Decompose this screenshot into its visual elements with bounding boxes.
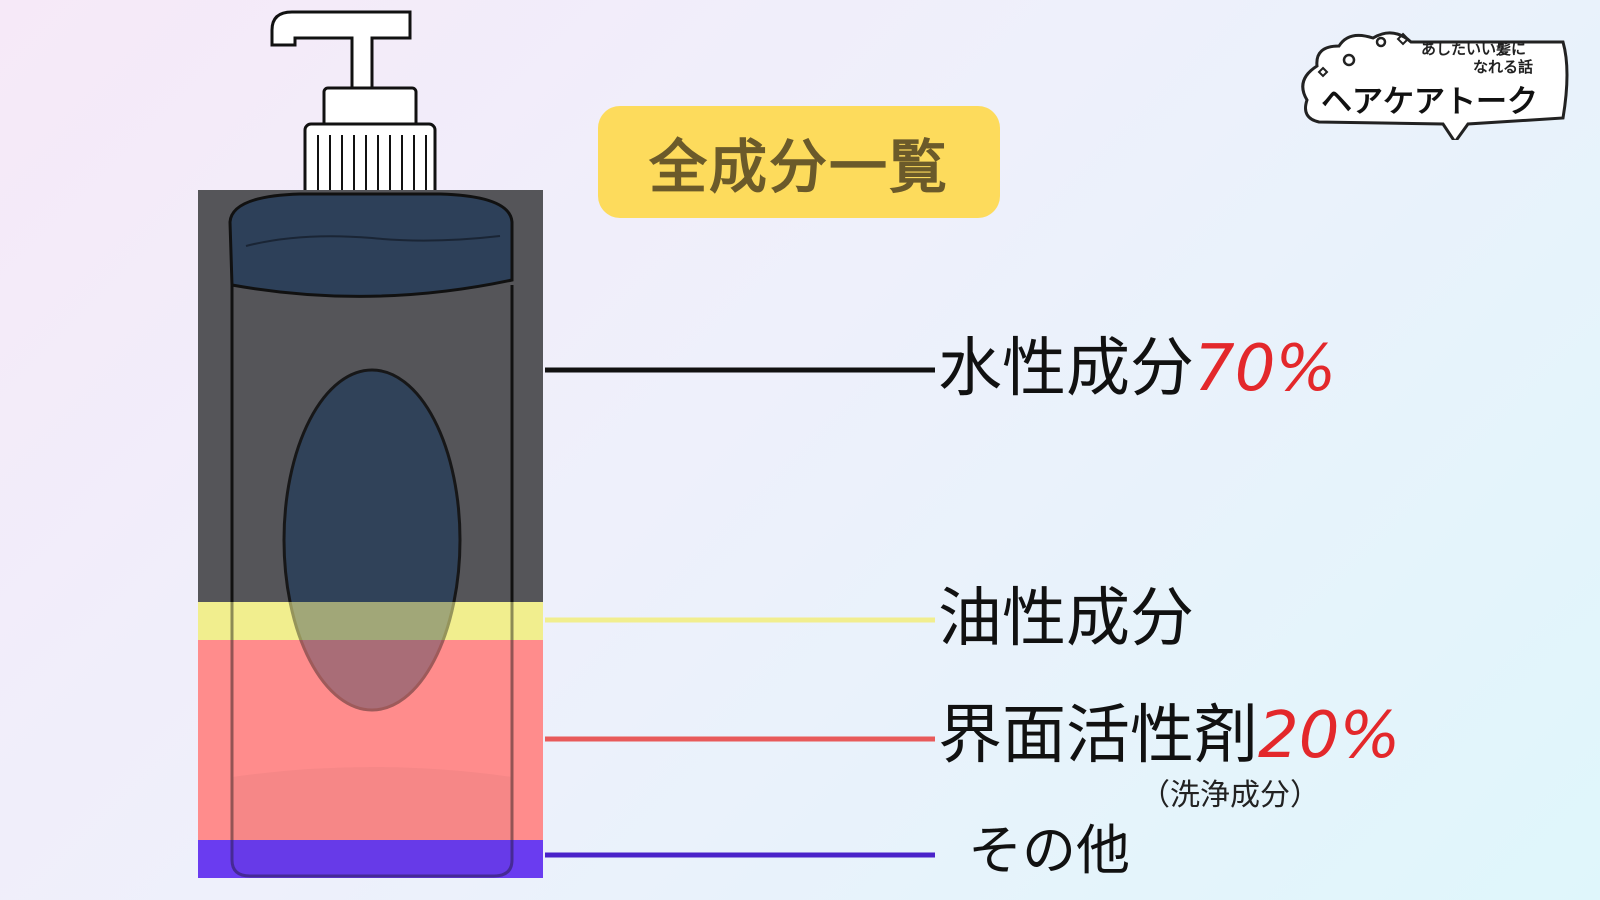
label-other: その他 [968, 824, 1130, 878]
speech-bubble-logo-icon [1301, 31, 1569, 140]
page-title: 全成分一覧 [648, 133, 949, 201]
label-other-text: その他 [968, 819, 1130, 882]
label-water: 水性成分70% [938, 337, 1336, 401]
label-surfactant-text: 界面活性剤 [938, 699, 1258, 773]
label-surfactant: 界面活性剤20% [938, 704, 1400, 768]
brand-logo: あしたいい髪に なれる話 ヘアケアトーク [1293, 20, 1573, 140]
logo-tagline-2: なれる話 [1473, 58, 1534, 76]
label-surfactant-percent: 20% [1258, 699, 1401, 773]
pump-bottle-icon [270, 10, 437, 214]
label-water-percent: 70% [1194, 332, 1337, 406]
logo-tagline-1: あしたいい髪に [1421, 40, 1527, 58]
label-water-text: 水性成分 [938, 332, 1194, 406]
logo-name: ヘアケアトーク [1321, 84, 1538, 120]
title-box: 全成分一覧 [598, 106, 1000, 218]
label-oil: 油性成分 [938, 587, 1194, 651]
label-oil-text: 油性成分 [938, 582, 1194, 656]
label-surfactant-sublabel: （洗浄成分） [1140, 778, 1320, 813]
